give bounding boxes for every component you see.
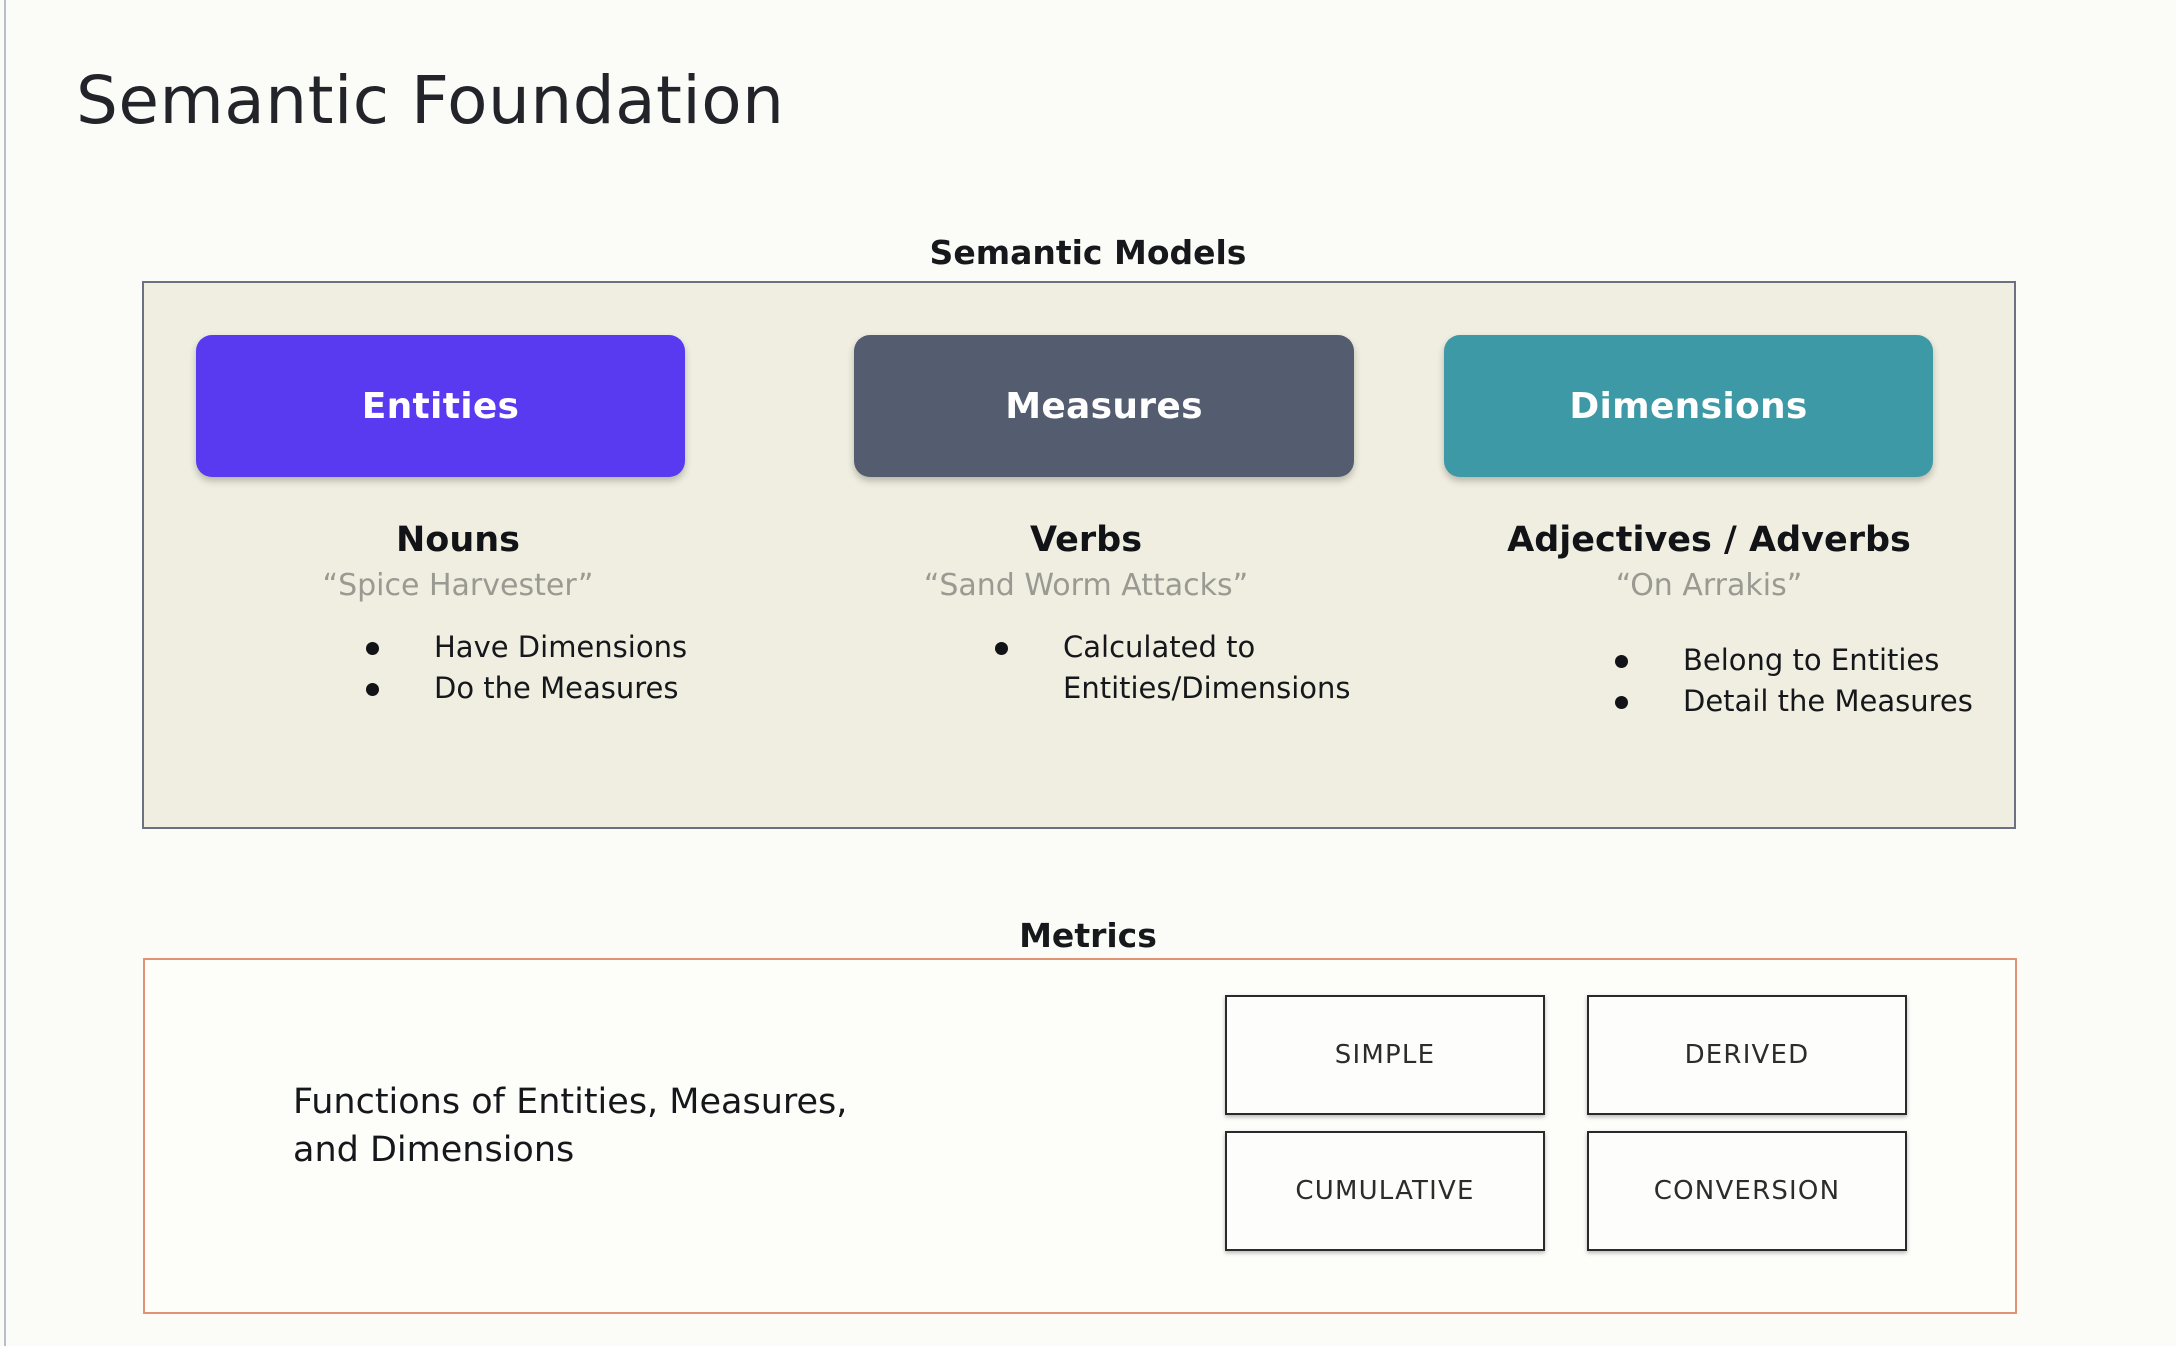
list-item: Detail the Measures	[1615, 681, 1973, 722]
semantic-column-dimensions: Dimensions Adjectives / Adverbs “On Arra…	[1400, 283, 2018, 827]
slide-edge-rule	[4, 0, 6, 1346]
measures-pill[interactable]: Measures	[854, 335, 1354, 477]
list-item: Do the Measures	[366, 668, 687, 709]
metric-type-grid: SIMPLE DERIVED CUMULATIVE CONVERSION	[1225, 995, 1925, 1267]
metrics-caption: Metrics	[1019, 916, 1157, 955]
entities-bullet-list: Have Dimensions Do the Measures	[366, 627, 687, 709]
metric-type-conversion[interactable]: CONVERSION	[1587, 1131, 1907, 1251]
page-title: Semantic Foundation	[76, 62, 785, 139]
metric-type-row: CUMULATIVE CONVERSION	[1225, 1131, 1925, 1251]
dimensions-bullet-list: Belong to Entities Detail the Measures	[1615, 640, 1973, 722]
semantic-column-measures: Measures Verbs “Sand Worm Attacks” Calcu…	[772, 283, 1400, 827]
metric-type-derived[interactable]: DERIVED	[1587, 995, 1907, 1115]
metric-type-row: SIMPLE DERIVED	[1225, 995, 1925, 1115]
metric-type-simple[interactable]: SIMPLE	[1225, 995, 1545, 1115]
dimensions-example-quote: “On Arrakis”	[1615, 568, 1803, 603]
measures-bullet-list: Calculated to Entities/Dimensions	[995, 627, 1351, 709]
metrics-description: Functions of Entities, Measures, and Dim…	[293, 1082, 848, 1170]
measures-example-quote: “Sand Worm Attacks”	[923, 568, 1249, 603]
measures-part-of-speech: Verbs	[1029, 520, 1143, 560]
dimensions-pill[interactable]: Dimensions	[1444, 335, 1933, 477]
entities-part-of-speech: Nouns	[395, 520, 520, 560]
entities-pill[interactable]: Entities	[196, 335, 685, 477]
metrics-panel: Functions of Entities, Measures, and Dim…	[143, 958, 2017, 1314]
dimensions-part-of-speech: Adjectives / Adverbs	[1507, 520, 1911, 560]
list-item: Belong to Entities	[1615, 640, 1973, 681]
entities-example-quote: “Spice Harvester”	[322, 568, 594, 603]
semantic-models-panel: Entities Nouns “Spice Harvester” Have Di…	[142, 281, 2016, 829]
list-item: Have Dimensions	[366, 627, 687, 668]
semantic-column-entities: Entities Nouns “Spice Harvester” Have Di…	[144, 283, 772, 827]
metric-type-cumulative[interactable]: CUMULATIVE	[1225, 1131, 1545, 1251]
semantic-models-caption: Semantic Models	[929, 233, 1247, 272]
list-item: Calculated to Entities/Dimensions	[995, 627, 1351, 709]
